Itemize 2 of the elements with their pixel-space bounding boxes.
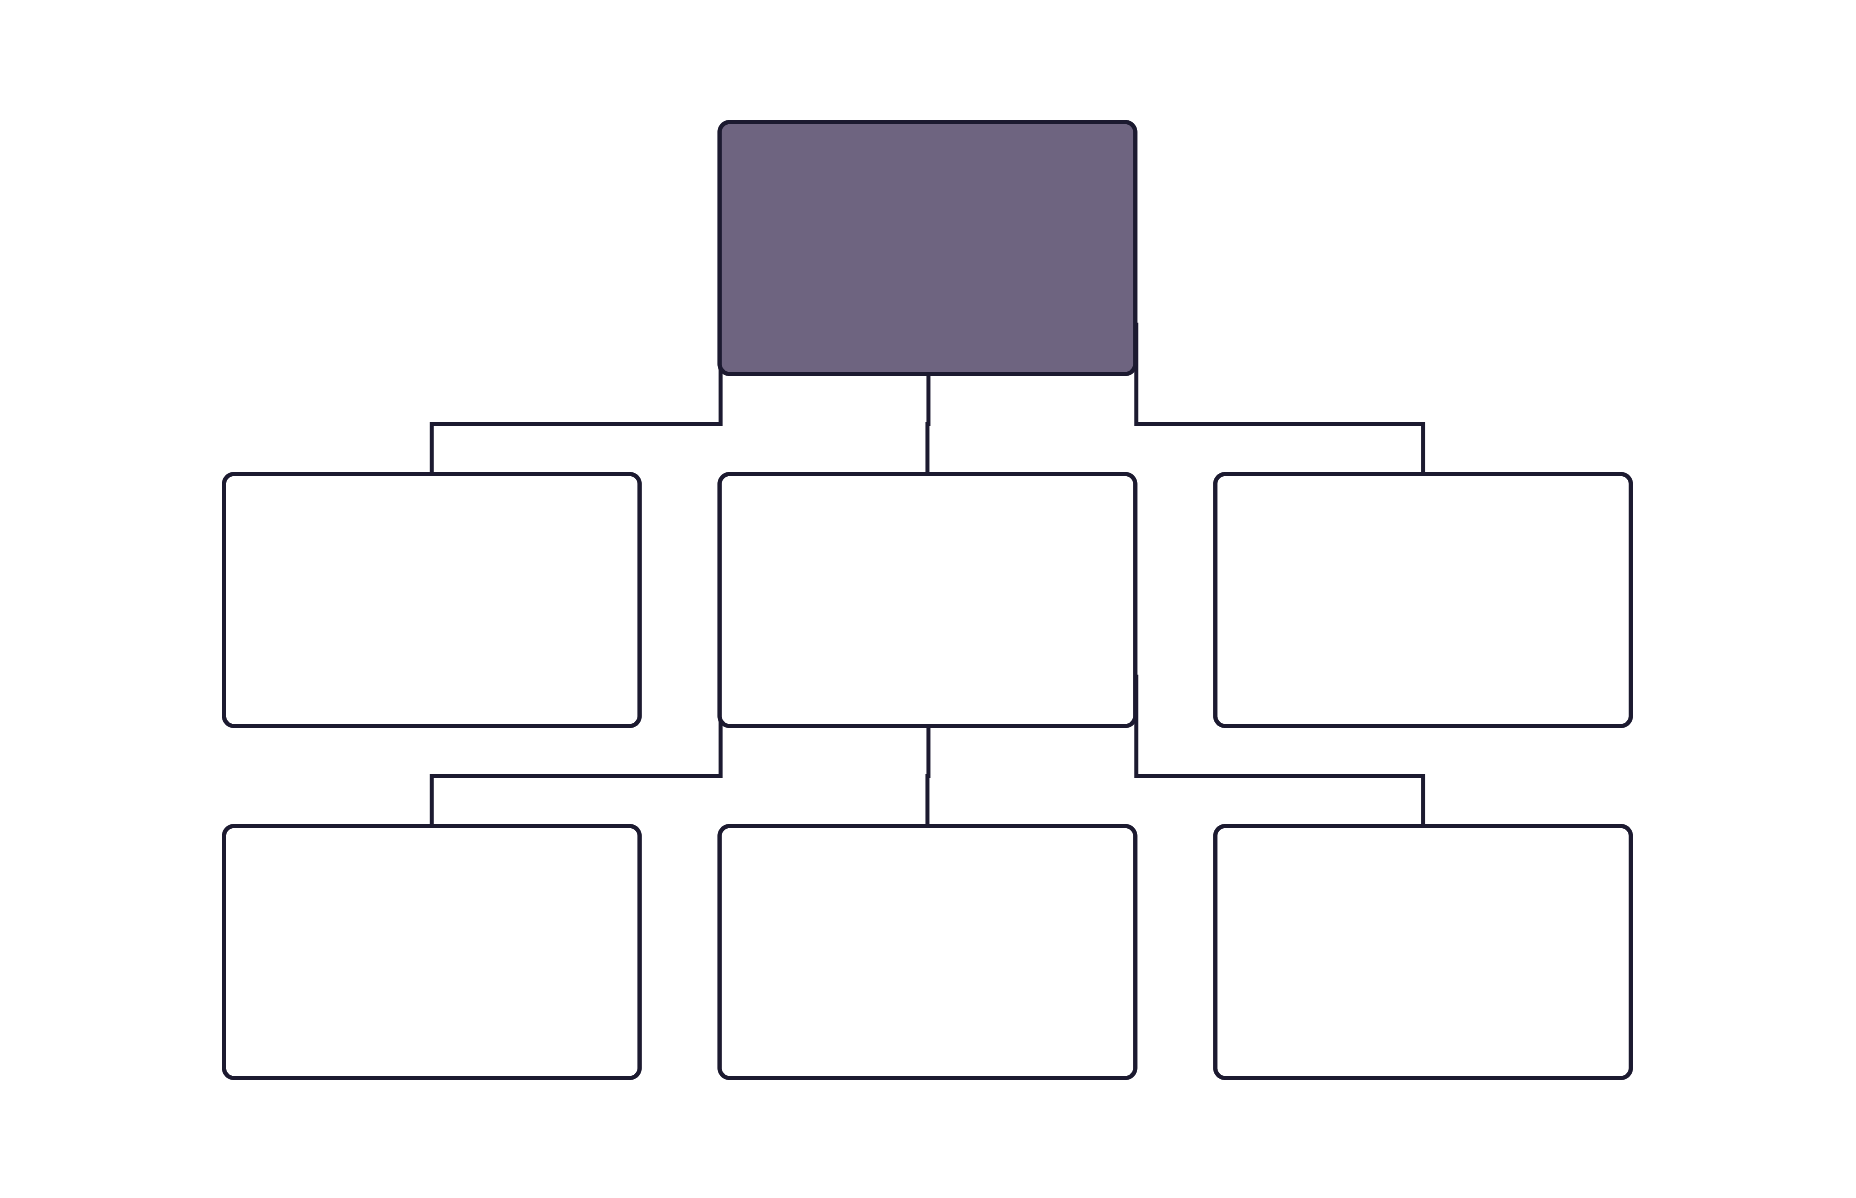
connector	[926, 726, 931, 828]
connector	[926, 374, 931, 476]
